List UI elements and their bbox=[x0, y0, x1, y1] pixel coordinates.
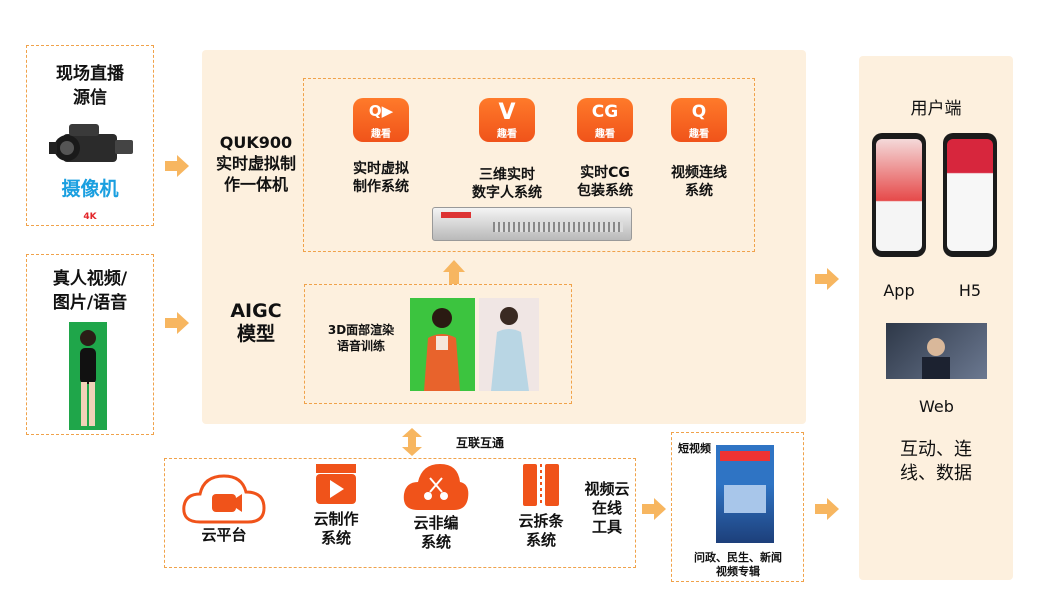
aigc-label: AIGC 模型 bbox=[230, 300, 282, 345]
live-source-box: 现场直播 源信 摄像机 4K bbox=[26, 45, 154, 226]
camera-caption: 摄像机 bbox=[61, 178, 119, 200]
arrow-right-icon bbox=[815, 268, 839, 290]
live-source-title: 现场直播 源信 bbox=[56, 64, 124, 108]
arrow-right-icon bbox=[165, 155, 189, 177]
user-features: 互动、连 线、数据 bbox=[900, 439, 972, 484]
cloud-editing-icon bbox=[403, 464, 469, 510]
app-glyph: V bbox=[498, 100, 516, 125]
bidirectional-arrow-icon bbox=[402, 428, 422, 456]
web-screenshot-image bbox=[886, 323, 987, 379]
app-glyph: Q▶ bbox=[368, 102, 394, 120]
virtual-production-app-icon: Q▶ 趣看 bbox=[353, 98, 409, 142]
app-glyph: CG bbox=[591, 102, 619, 122]
cloud-platform-label: 云平台 bbox=[201, 526, 247, 544]
cloud-item-label: 云非编 系统 bbox=[413, 514, 459, 551]
app-label: 实时CG 包装系统 bbox=[577, 165, 633, 199]
cg-package-app-icon: CG 趣看 bbox=[577, 98, 633, 142]
arrow-up-icon bbox=[443, 260, 465, 284]
web-label: Web bbox=[919, 397, 954, 416]
arrow-right-icon bbox=[165, 312, 189, 334]
user-title: 用户端 bbox=[910, 99, 962, 119]
apps-group bbox=[303, 78, 755, 252]
h5-phone-image bbox=[943, 133, 997, 257]
short-video-thumbnail bbox=[716, 445, 774, 543]
real-person-title: 真人视频/ 图片/语音 bbox=[52, 269, 128, 313]
digital-human-green-image bbox=[410, 298, 475, 391]
cloud-platform-icon bbox=[182, 474, 266, 524]
digital-human-costume-image bbox=[479, 298, 539, 391]
camera-4k-label: 4K bbox=[83, 212, 97, 222]
digital-human-app-icon: V 趣看 bbox=[479, 98, 535, 142]
cloud-split-icon bbox=[523, 464, 559, 506]
cloud-item-label: 云拆条 系统 bbox=[518, 512, 564, 549]
video-link-app-icon: Q 趣看 bbox=[671, 98, 727, 142]
app-label: App bbox=[883, 281, 915, 300]
app-badge: 趣看 bbox=[371, 129, 391, 140]
app-badge: 趣看 bbox=[497, 129, 517, 140]
app-glyph: Q bbox=[691, 102, 707, 122]
arrow-right-icon bbox=[815, 498, 839, 520]
short-video-caption: 问政、民生、新闻 视频专辑 bbox=[694, 551, 782, 578]
rack-server-image bbox=[432, 207, 632, 241]
cloud-tools-label: 视频云 在线 工具 bbox=[584, 480, 630, 536]
app-label: 实时虚拟 制作系统 bbox=[353, 161, 409, 195]
app-phone-image bbox=[872, 133, 926, 257]
cloud-item-label: 云制作 系统 bbox=[313, 510, 359, 547]
aigc-group bbox=[304, 284, 572, 404]
app-label: 三维实时 数字人系统 bbox=[472, 167, 542, 201]
app-badge: 趣看 bbox=[689, 129, 709, 140]
render-label: 3D面部渲染 语音训练 bbox=[327, 323, 395, 353]
h5-label: H5 bbox=[958, 281, 982, 300]
cloud-tools-box bbox=[164, 458, 636, 568]
short-video-box bbox=[671, 432, 804, 582]
short-video-title: 短视频 bbox=[678, 442, 711, 455]
cloud-production-icon bbox=[316, 464, 356, 504]
real-person-box: 真人视频/ 图片/语音 bbox=[26, 254, 154, 435]
app-label: 视频连线 系统 bbox=[671, 165, 727, 199]
person-greenscreen-image bbox=[69, 322, 107, 430]
app-badge: 趣看 bbox=[595, 129, 615, 140]
arrow-right-icon bbox=[642, 498, 666, 520]
quk900-label: QUK900 实时虚拟制 作一体机 bbox=[215, 133, 296, 194]
camera-icon bbox=[49, 124, 133, 162]
interconnect-label: 互联互通 bbox=[455, 436, 504, 450]
